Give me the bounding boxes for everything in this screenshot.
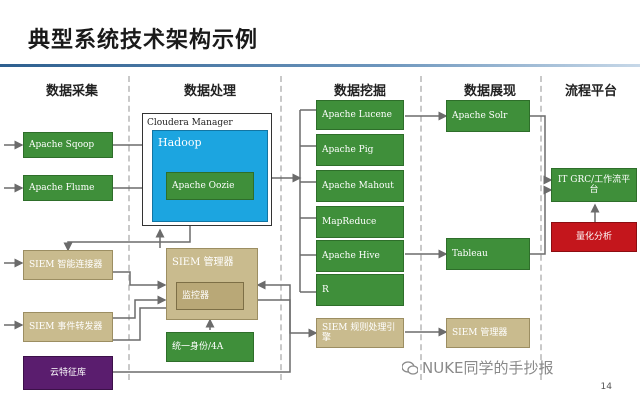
cloudera-manager-label: Cloudera Manager [147,118,233,128]
watermark: NUKE同学的手抄报 [401,357,554,378]
watermark-text: NUKE同学的手抄报 [422,359,554,377]
siem-manager-display-node: SIEM 管理器 [446,318,530,348]
it-grc-platform-node: IT GRC/工作流平台 [551,168,637,202]
column-header-process: 数据处理 [183,84,236,99]
mining-item: Apache Mahout [316,170,404,202]
column-header-collect: 数据采集 [45,84,98,99]
column-header-display: 数据展现 [463,84,516,99]
apache-oozie-node: Apache Oozie [166,172,254,200]
column-divider [128,76,130,380]
apache-sqoop-node: Apache Sqoop [23,132,113,158]
hadoop-label: Hadoop [158,136,202,149]
threat-intel-node: 云特征库 [23,356,113,390]
wechat-icon [401,360,419,375]
title-rule [0,64,640,67]
apache-flume-node: Apache Flume [23,175,113,201]
siem-connector-node: SIEM 智能连接器 [23,250,113,280]
mining-item: MapReduce [316,206,404,238]
quantitative-analysis-node: 量化分析 [551,222,637,252]
page-number: 14 [600,382,612,392]
monitor-node: 监控器 [176,282,244,310]
mining-item: R [316,274,404,306]
identity-4a-node: 统一身份/4A [166,332,254,362]
tableau-node: Tableau [446,238,530,270]
siem-forwarder-node: SIEM 事件转发器 [23,312,113,342]
mining-item: Apache Hive [316,240,404,272]
siem-rules-engine-node: SIEM 规则处理引擎 [316,318,404,348]
mining-item: Apache Lucene [316,100,404,130]
siem-manager-label: SIEM 管理器 [172,257,234,268]
column-header-mining: 数据挖掘 [333,84,386,99]
column-divider [420,76,422,380]
column-divider [280,76,282,380]
page-title: 典型系统技术架构示例 [28,28,259,53]
column-header-platform: 流程平台 [564,84,617,99]
column-divider [540,76,542,380]
apache-solr-node: Apache Solr [446,100,530,132]
mining-item: Apache Pig [316,134,404,166]
